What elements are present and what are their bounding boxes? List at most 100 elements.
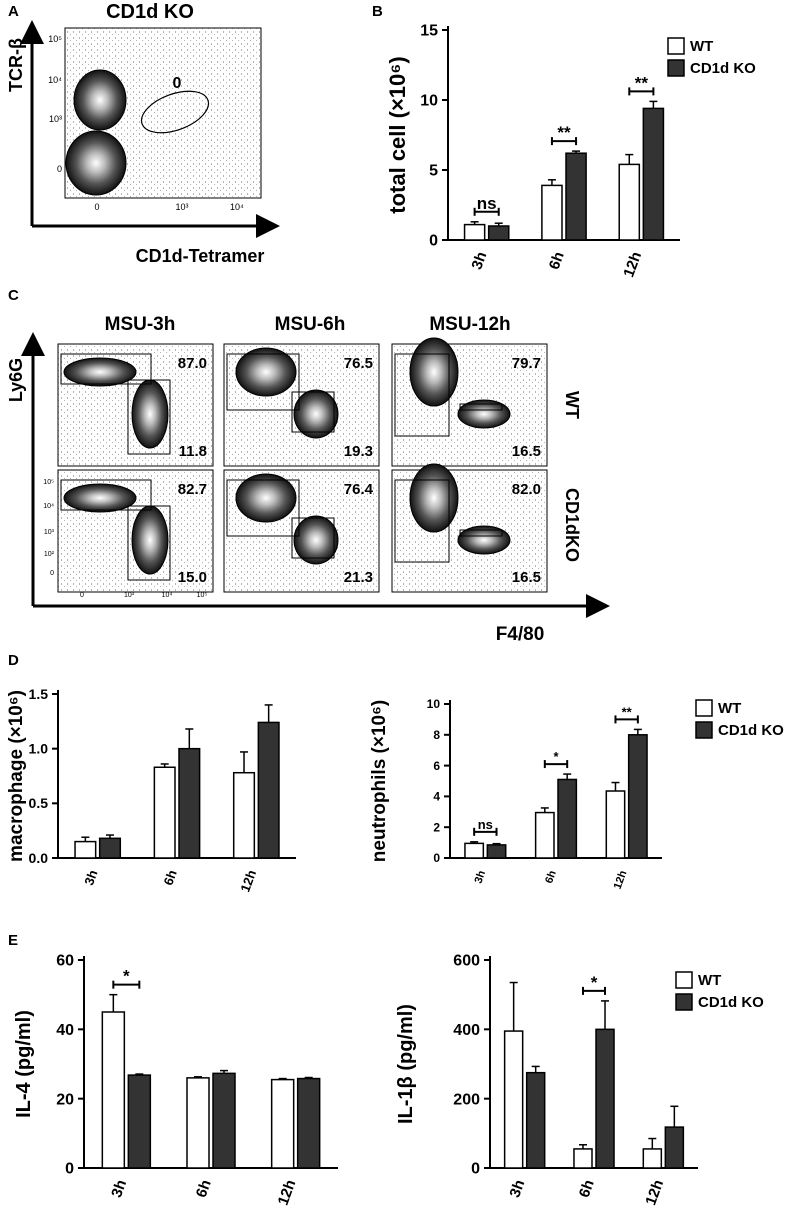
- flow-c-ylabel: Ly6G: [6, 358, 26, 402]
- y-tick-label: 4: [433, 790, 440, 804]
- flow-c-gate-value: 16.5: [512, 569, 541, 586]
- flow-c-ytick: 10³: [44, 529, 55, 536]
- flow-a-nkt-gate: [140, 90, 210, 134]
- y-axis-label: neutrophils (×10⁶): [369, 700, 390, 862]
- flow-c-xtick: 10³: [124, 592, 135, 599]
- bar-cd1d-ko: [664, 1126, 685, 1169]
- y-axis-label: total cell (×10⁶): [385, 56, 410, 213]
- y-tick-label: 0.5: [29, 795, 49, 811]
- panel-c: C MSU-3h MSU-6h MSU-12h Ly6G F4/80 WT CD…: [6, 287, 610, 645]
- y-tick-label: 60: [56, 953, 74, 970]
- legend-label: CD1d KO: [718, 722, 784, 739]
- panel-letter-e: E: [8, 932, 18, 949]
- bar-wt: [186, 1077, 210, 1169]
- legend-swatch: [695, 699, 713, 717]
- x-tick-label: 12h: [642, 1178, 667, 1208]
- legend-swatch: [695, 721, 713, 739]
- flow-a-population-lower: [65, 130, 127, 196]
- x-tick-label: 6h: [543, 869, 559, 885]
- panel-letter-b: B: [372, 3, 383, 20]
- flow-c-gate-value: 15.0: [178, 569, 207, 586]
- bar-wt: [153, 766, 176, 859]
- significance-label: **: [622, 704, 633, 719]
- flow-a-ytick: 10⁵: [48, 34, 62, 44]
- significance-label: *: [591, 973, 598, 992]
- x-tick-label: 3h: [108, 1178, 130, 1200]
- flow-a-xlabel: CD1d-Tetramer: [136, 246, 265, 266]
- y-tick-label: 0: [433, 851, 440, 865]
- x-tick-label: 6h: [193, 1178, 215, 1200]
- y-tick-label: 2: [433, 820, 440, 834]
- flow-c-gate-value: 82.7: [178, 481, 207, 498]
- flow-c-gate-upper: [226, 353, 300, 411]
- y-tick-label: 1.0: [29, 741, 49, 757]
- flow-c-population-upper: [235, 347, 297, 397]
- legend-label: WT: [698, 972, 721, 989]
- panel-a: A CD1d KO TCR-β CD1d-Tetramer 10⁵ 10⁴ 10…: [6, 1, 280, 266]
- bar-wt: [541, 184, 563, 241]
- flow-c-gate-upper: [60, 479, 152, 511]
- flow-c-ytick: 10²: [44, 551, 55, 558]
- bar-wt: [270, 1078, 295, 1169]
- y-tick-label: 0: [429, 233, 438, 250]
- flow-c-population-lower: [293, 389, 339, 439]
- panel-letter-a: A: [8, 3, 19, 20]
- flow-c-population-lower: [293, 515, 339, 565]
- flow-a-xtick: 0: [94, 202, 99, 212]
- flow-c-gate-value: 11.8: [179, 443, 207, 460]
- x-tick-label: 6h: [576, 1178, 598, 1200]
- flow-c-population-upper: [235, 473, 297, 523]
- flow-c-population-upper: [409, 463, 459, 533]
- flow-c-gate-lower: [127, 379, 171, 455]
- flow-c-column-title: MSU-6h: [275, 314, 346, 335]
- y-tick-label: 10: [420, 93, 438, 110]
- flow-c-plot: 79.716.5: [391, 337, 548, 467]
- y-tick-label: 600: [453, 953, 480, 970]
- flow-c-gate-upper: [394, 479, 450, 563]
- x-tick-label: 12h: [237, 868, 259, 894]
- bar-wt: [605, 790, 626, 859]
- y-tick-label: 0: [65, 1161, 74, 1178]
- flow-a-gate-value: 0: [173, 75, 182, 92]
- significance-label: **: [635, 73, 649, 92]
- y-tick-label: 40: [56, 1022, 74, 1039]
- bar-wt: [534, 811, 555, 859]
- flow-c-population-lower: [131, 379, 169, 449]
- x-tick-label: 6h: [161, 868, 180, 887]
- flow-c-gate-upper: [226, 479, 300, 537]
- flow-c-ytick: 10⁵: [43, 479, 54, 486]
- bar-cd1d-ko: [627, 734, 648, 859]
- x-tick-label: 3h: [468, 250, 490, 272]
- bar-wt: [463, 223, 486, 241]
- legend-swatch: [675, 971, 693, 989]
- flow-c-gate-lower: [291, 391, 335, 433]
- flow-c-population-upper: [63, 357, 137, 387]
- flow-c-row-label: WT: [562, 391, 582, 419]
- bar-cd1d-ko: [557, 778, 578, 859]
- flow-a-population-upper: [73, 69, 127, 131]
- y-tick-label: 200: [453, 1091, 480, 1108]
- bar-cd1d-ko: [525, 1071, 546, 1169]
- x-tick-label: 12h: [275, 1178, 300, 1208]
- flow-c-ytick: 10⁴: [43, 503, 54, 510]
- flow-c-population-upper: [63, 483, 137, 513]
- flow-a-ytick: 10³: [49, 114, 62, 124]
- bar-cd1d-ko: [127, 1074, 152, 1169]
- flow-c-plot: 82.016.5: [391, 463, 548, 593]
- bar-cd1d-ko: [595, 1028, 615, 1169]
- bar-cd1d-ko: [98, 837, 122, 859]
- flow-c-gate-value: 76.5: [344, 355, 373, 372]
- flow-c-ytick: 0: [50, 570, 54, 577]
- y-tick-label: 20: [56, 1091, 74, 1108]
- significance-label: *: [123, 967, 130, 986]
- bar-wt: [618, 163, 641, 241]
- flow-c-population-lower: [457, 399, 511, 429]
- flow-c-gate-lower: [291, 517, 335, 559]
- flow-a-ytick: 0: [57, 164, 62, 174]
- y-axis-label: IL-4 (pg/ml): [13, 1010, 35, 1118]
- bar-cd1d-ko: [257, 721, 280, 859]
